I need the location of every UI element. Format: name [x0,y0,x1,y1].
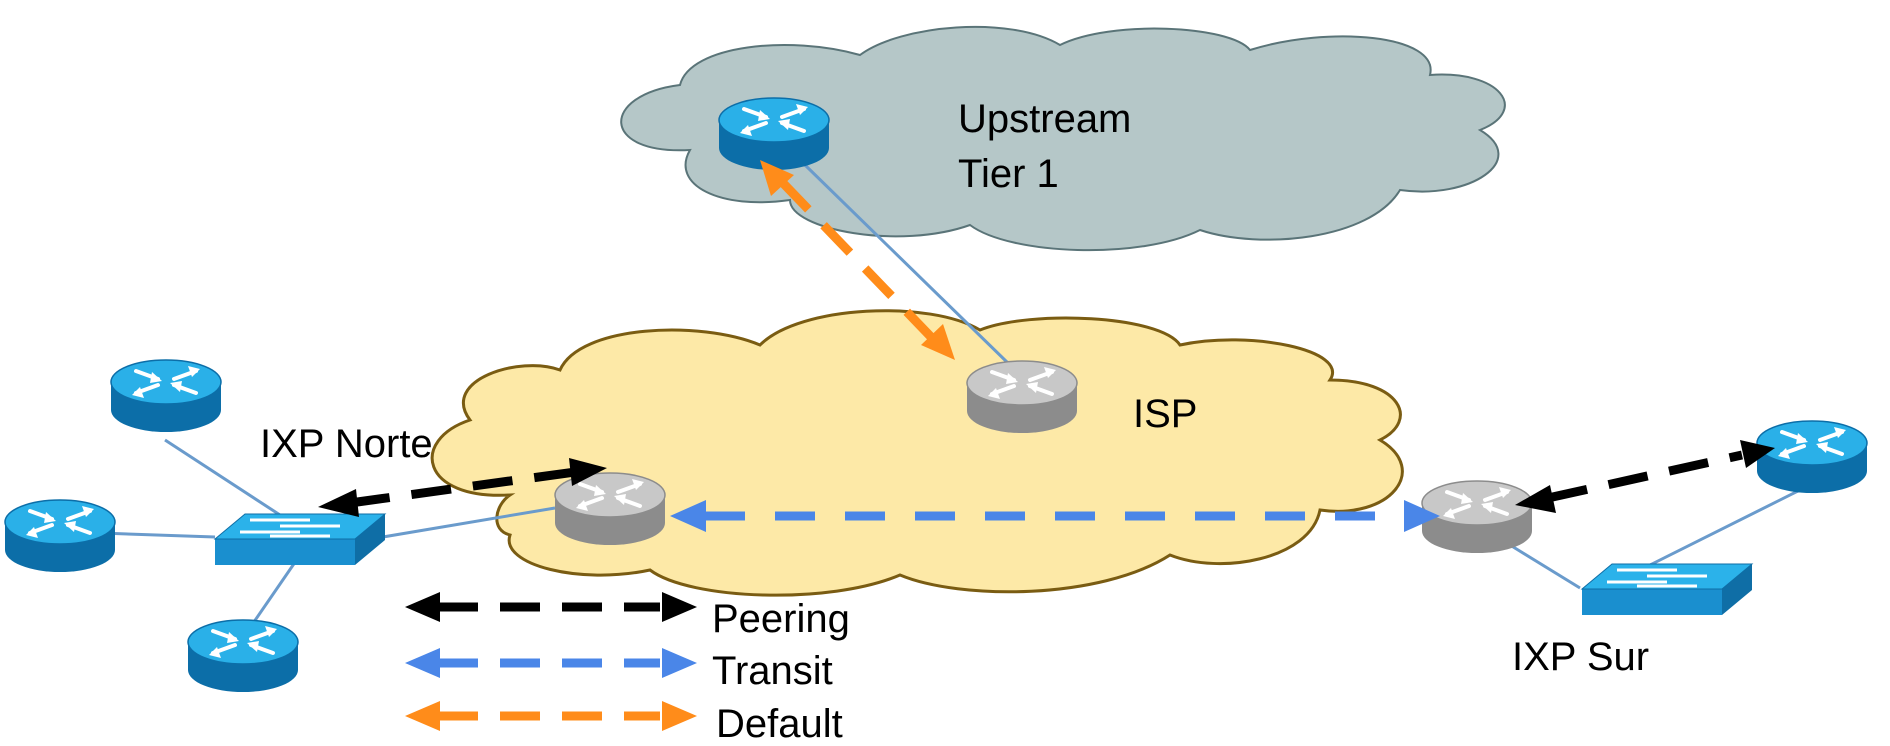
norte-peer-router-1-icon [109,358,223,434]
ixp-sur-label: IXP Sur [1512,635,1649,679]
link-router2-switch-norte [99,531,216,539]
isp-north-router-icon [553,471,667,547]
sur-peer-router-icon [1755,419,1869,495]
peering-arrow-norte [318,458,607,517]
legend-default-arrow [405,701,697,731]
isp-core-router-icon [965,359,1079,435]
norte-peer-router-3-icon [186,618,300,694]
isp-cloud [430,309,1404,597]
ixp-norte-switch-icon [213,512,387,567]
legend: Peering Transit Default [405,592,850,746]
transit-arrow [670,500,1440,532]
norte-peer-router-2-icon [3,498,117,574]
upstream-router-icon [717,96,831,172]
default-arrow [760,160,955,360]
ixp-sur-switch-icon [1580,562,1754,617]
ixp-norte-label: IXP Norte [260,422,433,466]
legend-peering-arrow [405,592,697,622]
peering-arrow-sur [1515,440,1775,513]
upstream-label-line1: Upstream [958,97,1131,141]
link-router1-switch-norte [164,438,281,517]
isp-label: ISP [1133,392,1197,436]
upstream-label-line2: Tier 1 [958,152,1059,196]
isp-south-router-icon [1420,479,1534,555]
legend-peering-label: Peering [712,597,850,641]
link-switch-norte-isp [364,506,556,542]
legend-default-label: Default [716,702,843,741]
legend-transit-label: Transit [712,649,833,693]
legend-transit-arrow [405,648,697,678]
link-isp-switch-sur [1509,543,1581,590]
upstream-cloud [620,25,1506,252]
link-upstream-isp [803,163,1012,367]
